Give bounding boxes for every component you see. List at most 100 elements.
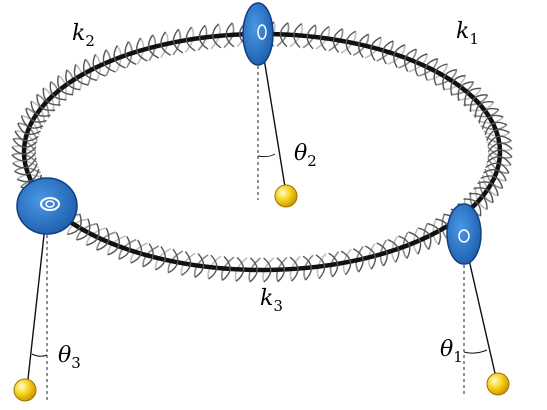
- spring-coil: [113, 45, 126, 69]
- spring-coil: [398, 235, 411, 259]
- spring-coil: [486, 156, 512, 166]
- bob-icon: [486, 372, 510, 396]
- spring-coils-front: [11, 21, 513, 283]
- spring-coil: [393, 44, 406, 68]
- spring-coil: [67, 213, 82, 236]
- spring-coil: [370, 36, 382, 61]
- spring-coil: [168, 248, 179, 274]
- label-theta3: θ3: [58, 343, 81, 372]
- disc-1: [446, 203, 482, 265]
- spring-coil: [481, 114, 504, 130]
- spring-coil: [73, 64, 89, 86]
- spring-coil: [345, 30, 356, 56]
- spring-coil: [208, 254, 218, 280]
- spring-coil: [76, 218, 91, 241]
- spring-coil: [42, 87, 61, 106]
- spring-coil: [387, 238, 400, 263]
- spring-coil: [352, 248, 364, 273]
- spring-coil: [11, 152, 37, 162]
- spring-coil: [468, 192, 488, 210]
- label-k3: k3: [260, 286, 283, 315]
- bob-icon: [274, 184, 298, 208]
- spring-coil: [36, 94, 56, 112]
- spring-coil: [194, 253, 205, 278]
- spring-coil: [306, 24, 316, 50]
- spring-coil: [478, 107, 499, 124]
- spring-coil: [198, 24, 209, 50]
- spring-coil: [130, 239, 143, 264]
- spring-coil: [249, 257, 258, 283]
- spring-coil: [487, 135, 512, 147]
- spring-coil: [484, 121, 508, 136]
- spring-coil: [12, 157, 37, 169]
- spring-coil: [65, 69, 81, 91]
- spring-coil: [289, 256, 299, 282]
- spring-coil: [302, 255, 312, 281]
- disc-2: [242, 2, 274, 66]
- spring-coil: [485, 162, 510, 174]
- spring-coil: [11, 146, 37, 155]
- spring-coil: [315, 254, 326, 280]
- disc-3: [16, 177, 78, 235]
- spring-coil: [483, 168, 507, 182]
- spring-coil: [124, 41, 137, 66]
- spring-coil: [118, 236, 131, 260]
- spring-coil: [49, 81, 67, 101]
- spring-coil: [279, 22, 289, 48]
- label-theta2: θ2: [294, 141, 317, 170]
- spring-coil: [340, 250, 352, 276]
- spring-coil: [16, 168, 40, 183]
- pendulum-rod-3: [26, 207, 48, 389]
- bob-icon: [13, 378, 37, 402]
- spring-coil: [57, 75, 74, 96]
- spring-coil: [381, 40, 394, 65]
- spring-coil: [17, 122, 41, 136]
- spring-coil: [96, 227, 110, 251]
- spring-coil: [328, 252, 339, 278]
- spring-coil: [442, 68, 457, 91]
- spring-coil: [457, 81, 474, 101]
- spring-coil: [332, 28, 343, 53]
- spring-coil: [14, 163, 38, 176]
- angle-arc-1: [463, 349, 488, 354]
- spring-coil: [487, 149, 513, 158]
- spring-coil: [477, 181, 499, 196]
- spring-coil: [181, 251, 192, 276]
- spring-coil: [473, 187, 494, 203]
- spring-coil: [427, 222, 442, 245]
- spring-coil: [364, 245, 377, 270]
- spring-coil: [14, 130, 39, 142]
- spring-coil: [30, 101, 51, 117]
- spring-coil: [433, 63, 448, 86]
- spring-coil: [142, 243, 154, 268]
- spring-coil: [20, 115, 44, 129]
- label-theta1: θ1: [440, 337, 463, 366]
- spring-coil: [225, 22, 235, 48]
- spring-coil: [136, 37, 148, 62]
- spring-coil: [408, 231, 422, 255]
- angle-arc-2: [257, 153, 276, 158]
- spring-coil: [463, 198, 482, 217]
- disc-icon: [446, 203, 482, 265]
- spring-coil: [25, 108, 47, 123]
- spring-coil: [469, 94, 488, 112]
- spring-coil: [212, 23, 222, 49]
- spring-coil: [102, 49, 116, 73]
- spring-coil: [12, 138, 38, 148]
- spring-coil: [86, 223, 100, 246]
- spring-coil: [418, 227, 432, 250]
- spring-coil: [276, 257, 286, 283]
- spring-coil: [376, 242, 388, 267]
- spring-coil: [480, 175, 504, 189]
- spring-coil: [486, 128, 510, 141]
- spring-coil: [424, 58, 438, 81]
- spring-coil: [107, 232, 120, 256]
- spring-coil: [474, 101, 494, 118]
- spring-coil: [185, 26, 196, 52]
- spring-coil: [319, 26, 330, 51]
- spring-coil: [357, 33, 369, 58]
- angle-arc-3: [31, 353, 48, 357]
- spring-coil: [155, 246, 167, 271]
